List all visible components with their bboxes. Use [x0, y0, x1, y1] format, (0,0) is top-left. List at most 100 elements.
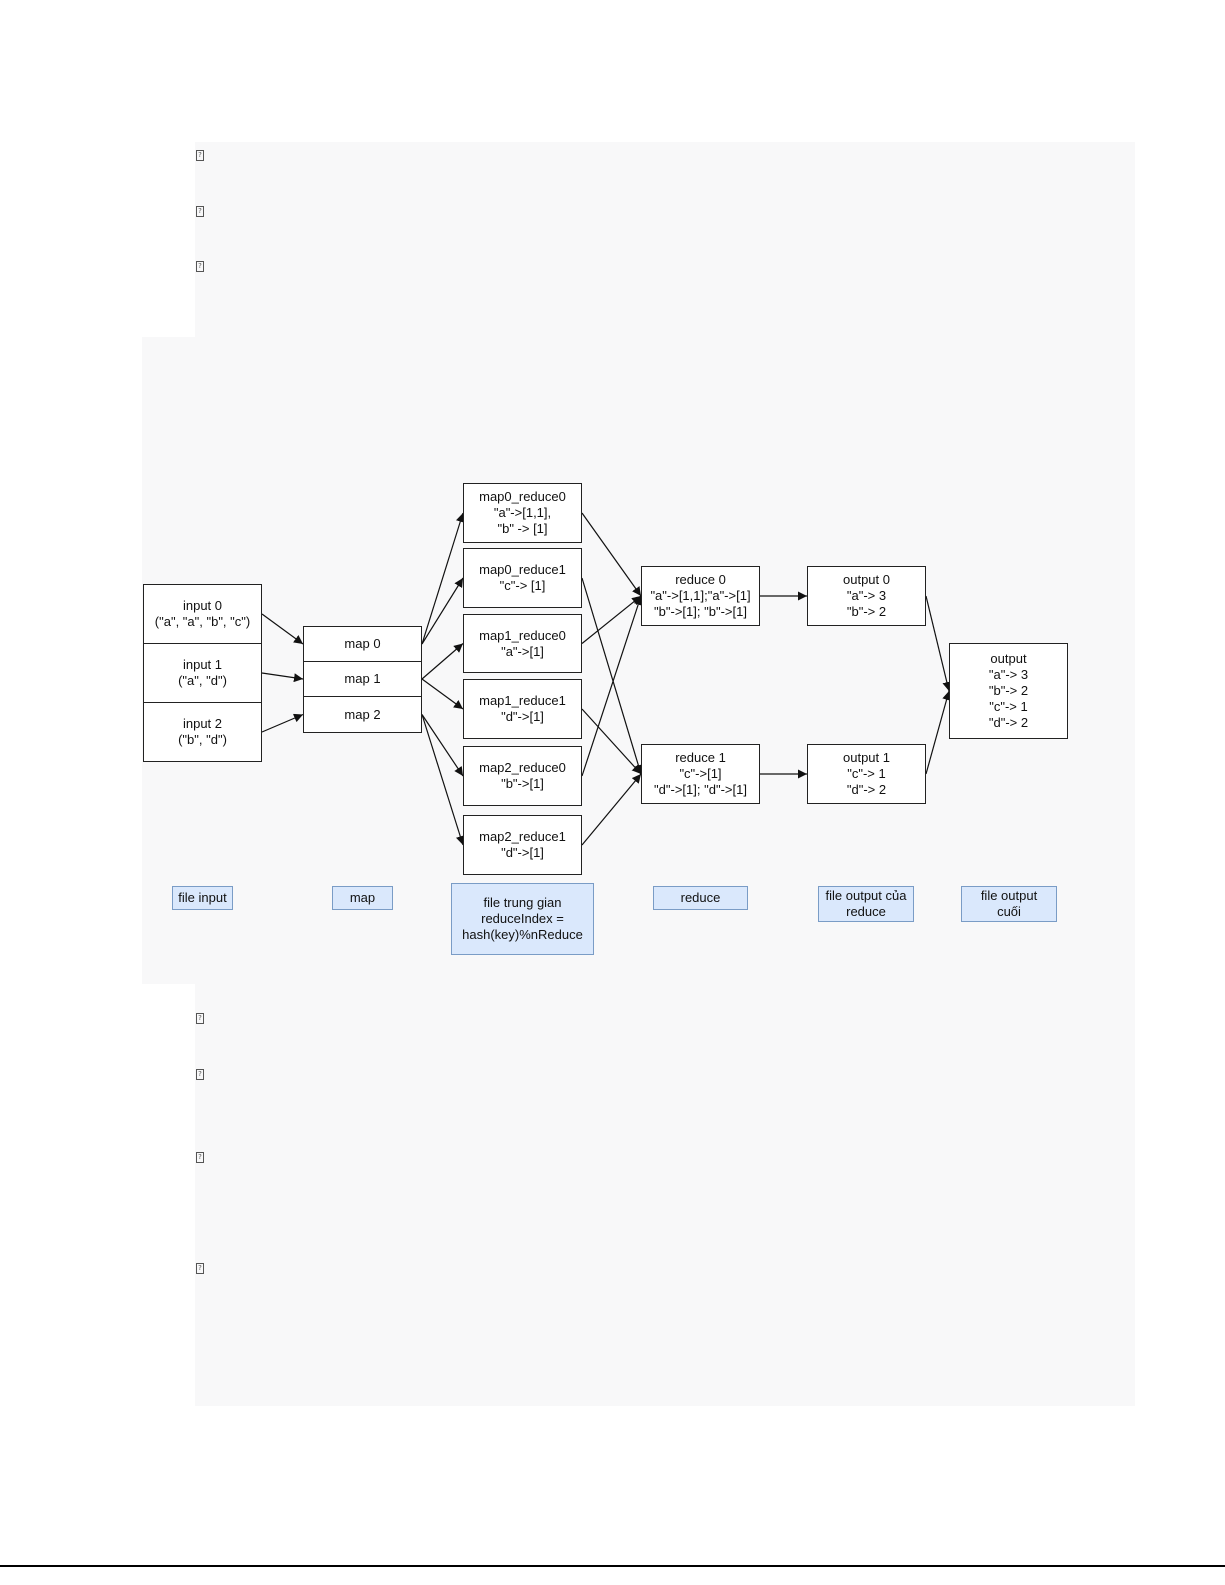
node-m0r0-line-2: "b" -> [1] — [497, 521, 548, 536]
node-m1r1-line-1: "d"->[1] — [501, 709, 544, 724]
label-file_input-line-0: file input — [178, 890, 227, 905]
label-intermediate-line-2: hash(key)%nReduce — [462, 927, 583, 942]
edge-map2-to-m2r1 — [421, 714, 465, 846]
file-input-label: file input — [172, 886, 233, 910]
label-map-line-0: map — [349, 890, 376, 905]
node-output0-line-0: output 0 — [843, 572, 890, 587]
text-panel-top — [195, 142, 1135, 337]
node-output-line-0: output — [990, 651, 1027, 666]
node-m0r0-line-0: map0_reduce0 — [479, 489, 566, 504]
map-1-node: map 1 — [303, 661, 422, 697]
node-reduce1-line-0: reduce 1 — [675, 750, 726, 765]
edge-input0-to-map0 — [261, 613, 304, 645]
node-input0-line-1: ("a", "a", "b", "c") — [154, 614, 251, 629]
node-m0r0-line-1: "a"->[1,1], — [493, 505, 552, 520]
edge-m1r0-to-reduce0 — [581, 595, 642, 644]
node-output-line-4: "d"-> 2 — [988, 715, 1029, 730]
label-reduce_output-line-0: file output của — [825, 888, 907, 903]
missing-glyph-icon: ? — [196, 1263, 204, 1274]
input-0-node: input 0("a", "a", "b", "c") — [143, 584, 262, 644]
node-m2r0-line-1: "b"->[1] — [501, 776, 544, 791]
input-2-node: input 2("b", "d") — [143, 702, 262, 762]
node-output0-line-1: "a"-> 3 — [846, 588, 887, 603]
input-1-node: input 1("a", "d") — [143, 643, 262, 703]
edge-map1-to-m1r0 — [421, 643, 464, 680]
label-reduce-line-0: reduce — [680, 890, 721, 905]
final-output-node: output"a"-> 3"b"-> 2"c"-> 1"d"-> 2 — [949, 643, 1068, 739]
edge-m2r1-to-reduce1 — [581, 773, 642, 846]
node-reduce1-line-1: "c"->[1] — [679, 766, 722, 781]
map0-reduce1-node: map0_reduce1"c"-> [1] — [463, 548, 582, 608]
label-intermediate-line-1: reduceIndex = — [481, 911, 564, 926]
edge-map0-to-m0r1 — [421, 577, 464, 645]
node-output-line-2: "b"-> 2 — [988, 683, 1029, 698]
map2-reduce0-node: map2_reduce0"b"->[1] — [463, 746, 582, 806]
node-output1-line-2: "d"-> 2 — [846, 782, 887, 797]
text-panel-bottom — [195, 984, 1135, 1406]
node-output1-line-1: "c"-> 1 — [847, 766, 886, 781]
reduce-0-node: reduce 0"a"->[1,1];"a"->[1]"b"->[1]; "b"… — [641, 566, 760, 626]
map-2-node: map 2 — [303, 696, 422, 733]
node-map0-line-0: map 0 — [344, 636, 381, 651]
edge-input2-to-map2 — [261, 713, 304, 733]
node-m2r0-line-0: map2_reduce0 — [479, 760, 566, 775]
page-bottom-rule — [0, 1565, 1225, 1567]
edge-map1-to-m1r1 — [421, 678, 464, 710]
output-1-node: output 1"c"-> 1"d"-> 2 — [807, 744, 926, 804]
node-m2r1-line-0: map2_reduce1 — [479, 829, 566, 844]
missing-glyph-icon: ? — [196, 1069, 204, 1080]
edge-map0-to-m0r0 — [421, 512, 465, 645]
missing-glyph-icon: ? — [196, 150, 204, 161]
reduce-label: reduce — [653, 886, 748, 910]
edge-input1-to-map1 — [261, 672, 304, 683]
node-reduce1-line-2: "d"->[1]; "d"->[1] — [654, 782, 747, 797]
node-reduce0-line-0: reduce 0 — [675, 572, 726, 587]
node-m2r1-line-1: "d"->[1] — [501, 845, 544, 860]
node-m0r1-line-0: map0_reduce1 — [479, 562, 566, 577]
node-input1-line-0: input 1 — [182, 657, 223, 672]
node-output0-line-2: "b"-> 2 — [846, 604, 887, 619]
node-input2-line-0: input 2 — [182, 716, 223, 731]
node-m1r0-line-1: "a"->[1] — [501, 643, 544, 659]
node-output-line-3: "c"-> 1 — [989, 699, 1028, 714]
label-reduce_output-line-1: reduce — [846, 904, 886, 919]
missing-glyph-icon: ? — [196, 1013, 204, 1024]
node-input0-line-0: input 0 — [182, 598, 223, 613]
missing-glyph-icon: ? — [196, 206, 204, 217]
map-label: map — [332, 886, 393, 910]
node-m1r0-line-0: map1_reduce0 — [479, 627, 566, 643]
map1-reduce1-node: map1_reduce1"d"->[1] — [463, 679, 582, 739]
edge-m2r0-to-reduce0 — [581, 595, 643, 777]
node-input1-line-1: ("a", "d") — [178, 673, 227, 688]
label-final_output-line-0: file output — [980, 888, 1038, 903]
reduce-1-node: reduce 1"c"->[1]"d"->[1]; "d"->[1] — [641, 744, 760, 804]
node-reduce0-line-1: "a"->[1,1];"a"->[1] — [650, 588, 751, 603]
map2-reduce1-node: map2_reduce1"d"->[1] — [463, 815, 582, 875]
map-0-node: map 0 — [303, 626, 422, 662]
edge-output0-to-output — [925, 595, 952, 692]
map1-reduce0-node: map1_reduce0"a"->[1] — [463, 614, 582, 673]
edge-map2-to-m2r0 — [421, 714, 464, 777]
output-0-node: output 0"a"-> 3"b"-> 2 — [807, 566, 926, 626]
map0-reduce0-node: map0_reduce0"a"->[1,1],"b" -> [1] — [463, 483, 582, 543]
edge-m0r1-to-reduce1 — [581, 577, 643, 775]
label-intermediate-line-0: file trung gian — [483, 895, 562, 910]
node-map2-line-0: map 2 — [344, 706, 381, 722]
edge-m1r1-to-reduce1 — [581, 708, 642, 775]
node-m0r1-line-1: "c"-> [1] — [499, 578, 546, 593]
edge-output1-to-output — [925, 690, 951, 775]
missing-glyph-icon: ? — [196, 261, 204, 272]
node-output-line-1: "a"-> 3 — [988, 667, 1029, 682]
label-final_output-line-1: cuối — [997, 904, 1021, 919]
node-map1-line-0: map 1 — [344, 671, 381, 686]
node-reduce0-line-2: "b"->[1]; "b"->[1] — [654, 604, 747, 619]
edge-m0r0-to-reduce0 — [581, 512, 642, 597]
node-input2-line-1: ("b", "d") — [178, 732, 227, 747]
missing-glyph-icon: ? — [196, 1152, 204, 1163]
node-output1-line-0: output 1 — [843, 750, 890, 765]
node-m1r1-line-0: map1_reduce1 — [479, 693, 566, 708]
